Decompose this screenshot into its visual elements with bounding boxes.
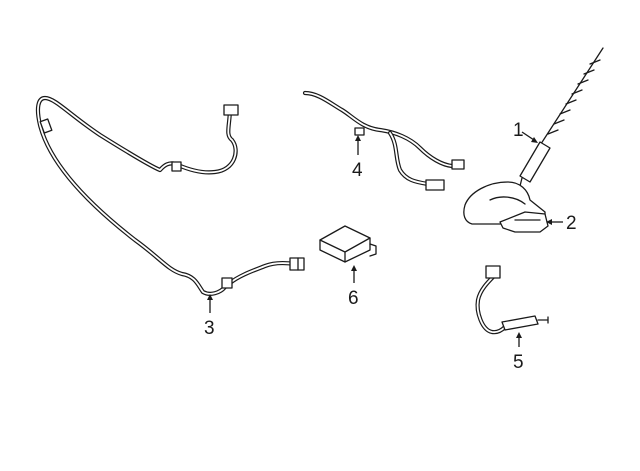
antenna-base[interactable]: [463, 181, 549, 233]
callout-3: 3: [204, 318, 215, 339]
antenna-amplifier[interactable]: [475, 265, 549, 335]
antenna-control-module[interactable]: [319, 225, 377, 263]
leader-5: [516, 332, 522, 347]
leader-6: [351, 265, 357, 283]
leader-1: [521, 131, 538, 143]
callout-6: 6: [348, 288, 359, 309]
callout-4: 4: [352, 160, 363, 181]
antenna-mast[interactable]: [519, 47, 604, 187]
leader-2: [546, 219, 563, 225]
leader-3: [207, 294, 213, 313]
roof-wiring-harness[interactable]: [302, 90, 465, 191]
callout-2: 2: [566, 213, 577, 234]
callout-5: 5: [513, 352, 524, 373]
callout-1: 1: [513, 120, 524, 141]
leader-4: [355, 135, 361, 155]
antenna-cable-harness[interactable]: [35, 95, 305, 296]
